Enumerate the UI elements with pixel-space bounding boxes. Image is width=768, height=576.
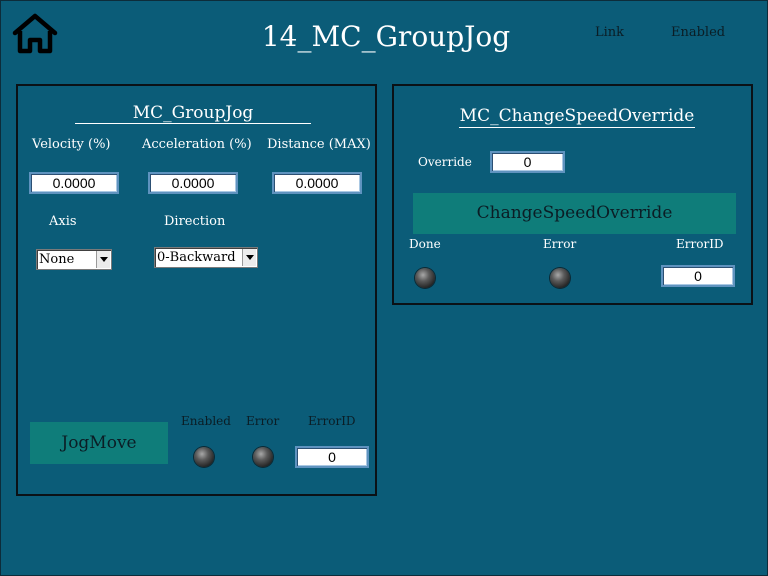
distance-label: Distance (MAX) [267, 137, 371, 152]
group-jog-title-underline [75, 123, 311, 124]
home-icon [12, 13, 58, 54]
change-speed-override-button[interactable]: ChangeSpeedOverride [413, 193, 736, 234]
chevron-down-icon [242, 249, 256, 266]
speed-override-title: MC_ChangeSpeedOverride [459, 106, 695, 126]
override-done-label: Done [409, 237, 441, 251]
chevron-down-icon [96, 251, 110, 268]
jog-enabled-label: Enabled [181, 414, 231, 428]
axis-label: Axis [49, 214, 77, 229]
speed-override-title-underline [459, 127, 695, 128]
home-button[interactable] [11, 11, 61, 55]
override-errorid-field [661, 265, 735, 287]
override-input[interactable] [490, 151, 565, 173]
direction-select[interactable]: 0-Backward [154, 247, 258, 268]
link-status-label: Link [595, 25, 625, 40]
jog-error-label: Error [246, 414, 280, 428]
override-errorid-label: ErrorID [676, 237, 724, 251]
distance-input[interactable] [272, 172, 362, 194]
page-title: 14_MC_GroupJog [261, 20, 511, 53]
group-jog-title: MC_GroupJog [132, 103, 254, 123]
direction-label: Direction [164, 214, 226, 229]
jog-error-indicator [253, 447, 273, 467]
jog-errorid-label: ErrorID [308, 414, 356, 428]
jog-move-button[interactable]: JogMove [30, 422, 168, 464]
velocity-label: Velocity (%) [32, 137, 111, 152]
velocity-input[interactable] [29, 172, 119, 194]
direction-select-value: 0-Backward [157, 250, 236, 265]
override-done-indicator [415, 268, 435, 288]
axis-select-value: None [39, 252, 75, 267]
group-jog-panel [16, 84, 377, 496]
jog-enabled-indicator [194, 447, 214, 467]
override-error-indicator [550, 268, 570, 288]
acceleration-label: Acceleration (%) [142, 137, 252, 152]
enabled-status-label: Enabled [671, 25, 726, 40]
jog-errorid-field [295, 446, 369, 468]
axis-select[interactable]: None [36, 249, 112, 270]
override-label: Override [418, 155, 472, 169]
acceleration-input[interactable] [148, 172, 238, 194]
speed-override-panel [392, 84, 753, 305]
override-error-label: Error [543, 237, 577, 251]
